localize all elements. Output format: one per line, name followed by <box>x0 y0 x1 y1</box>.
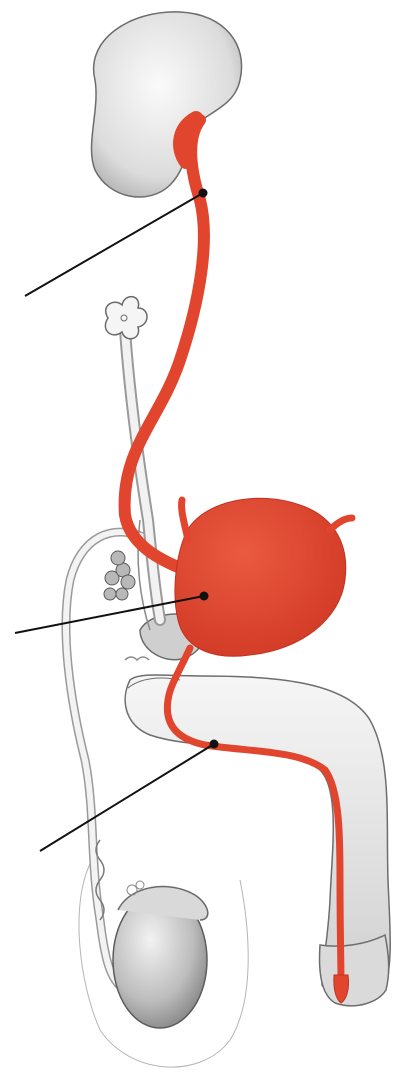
urachus <box>182 500 188 540</box>
bladder-pointer-dot <box>200 592 209 601</box>
ureter-pointer-dot <box>199 189 208 198</box>
label-pointers <box>15 189 219 852</box>
glans <box>320 935 389 1006</box>
urethra-leader-line <box>40 744 214 851</box>
kidney <box>91 12 241 197</box>
urethra-pointer-dot <box>210 740 219 749</box>
ureter-leader-line <box>25 193 203 296</box>
bladder-apex <box>330 518 352 530</box>
bladder <box>175 498 346 656</box>
seminal-vesicle <box>104 551 135 600</box>
vessel-cross-section <box>105 297 147 339</box>
